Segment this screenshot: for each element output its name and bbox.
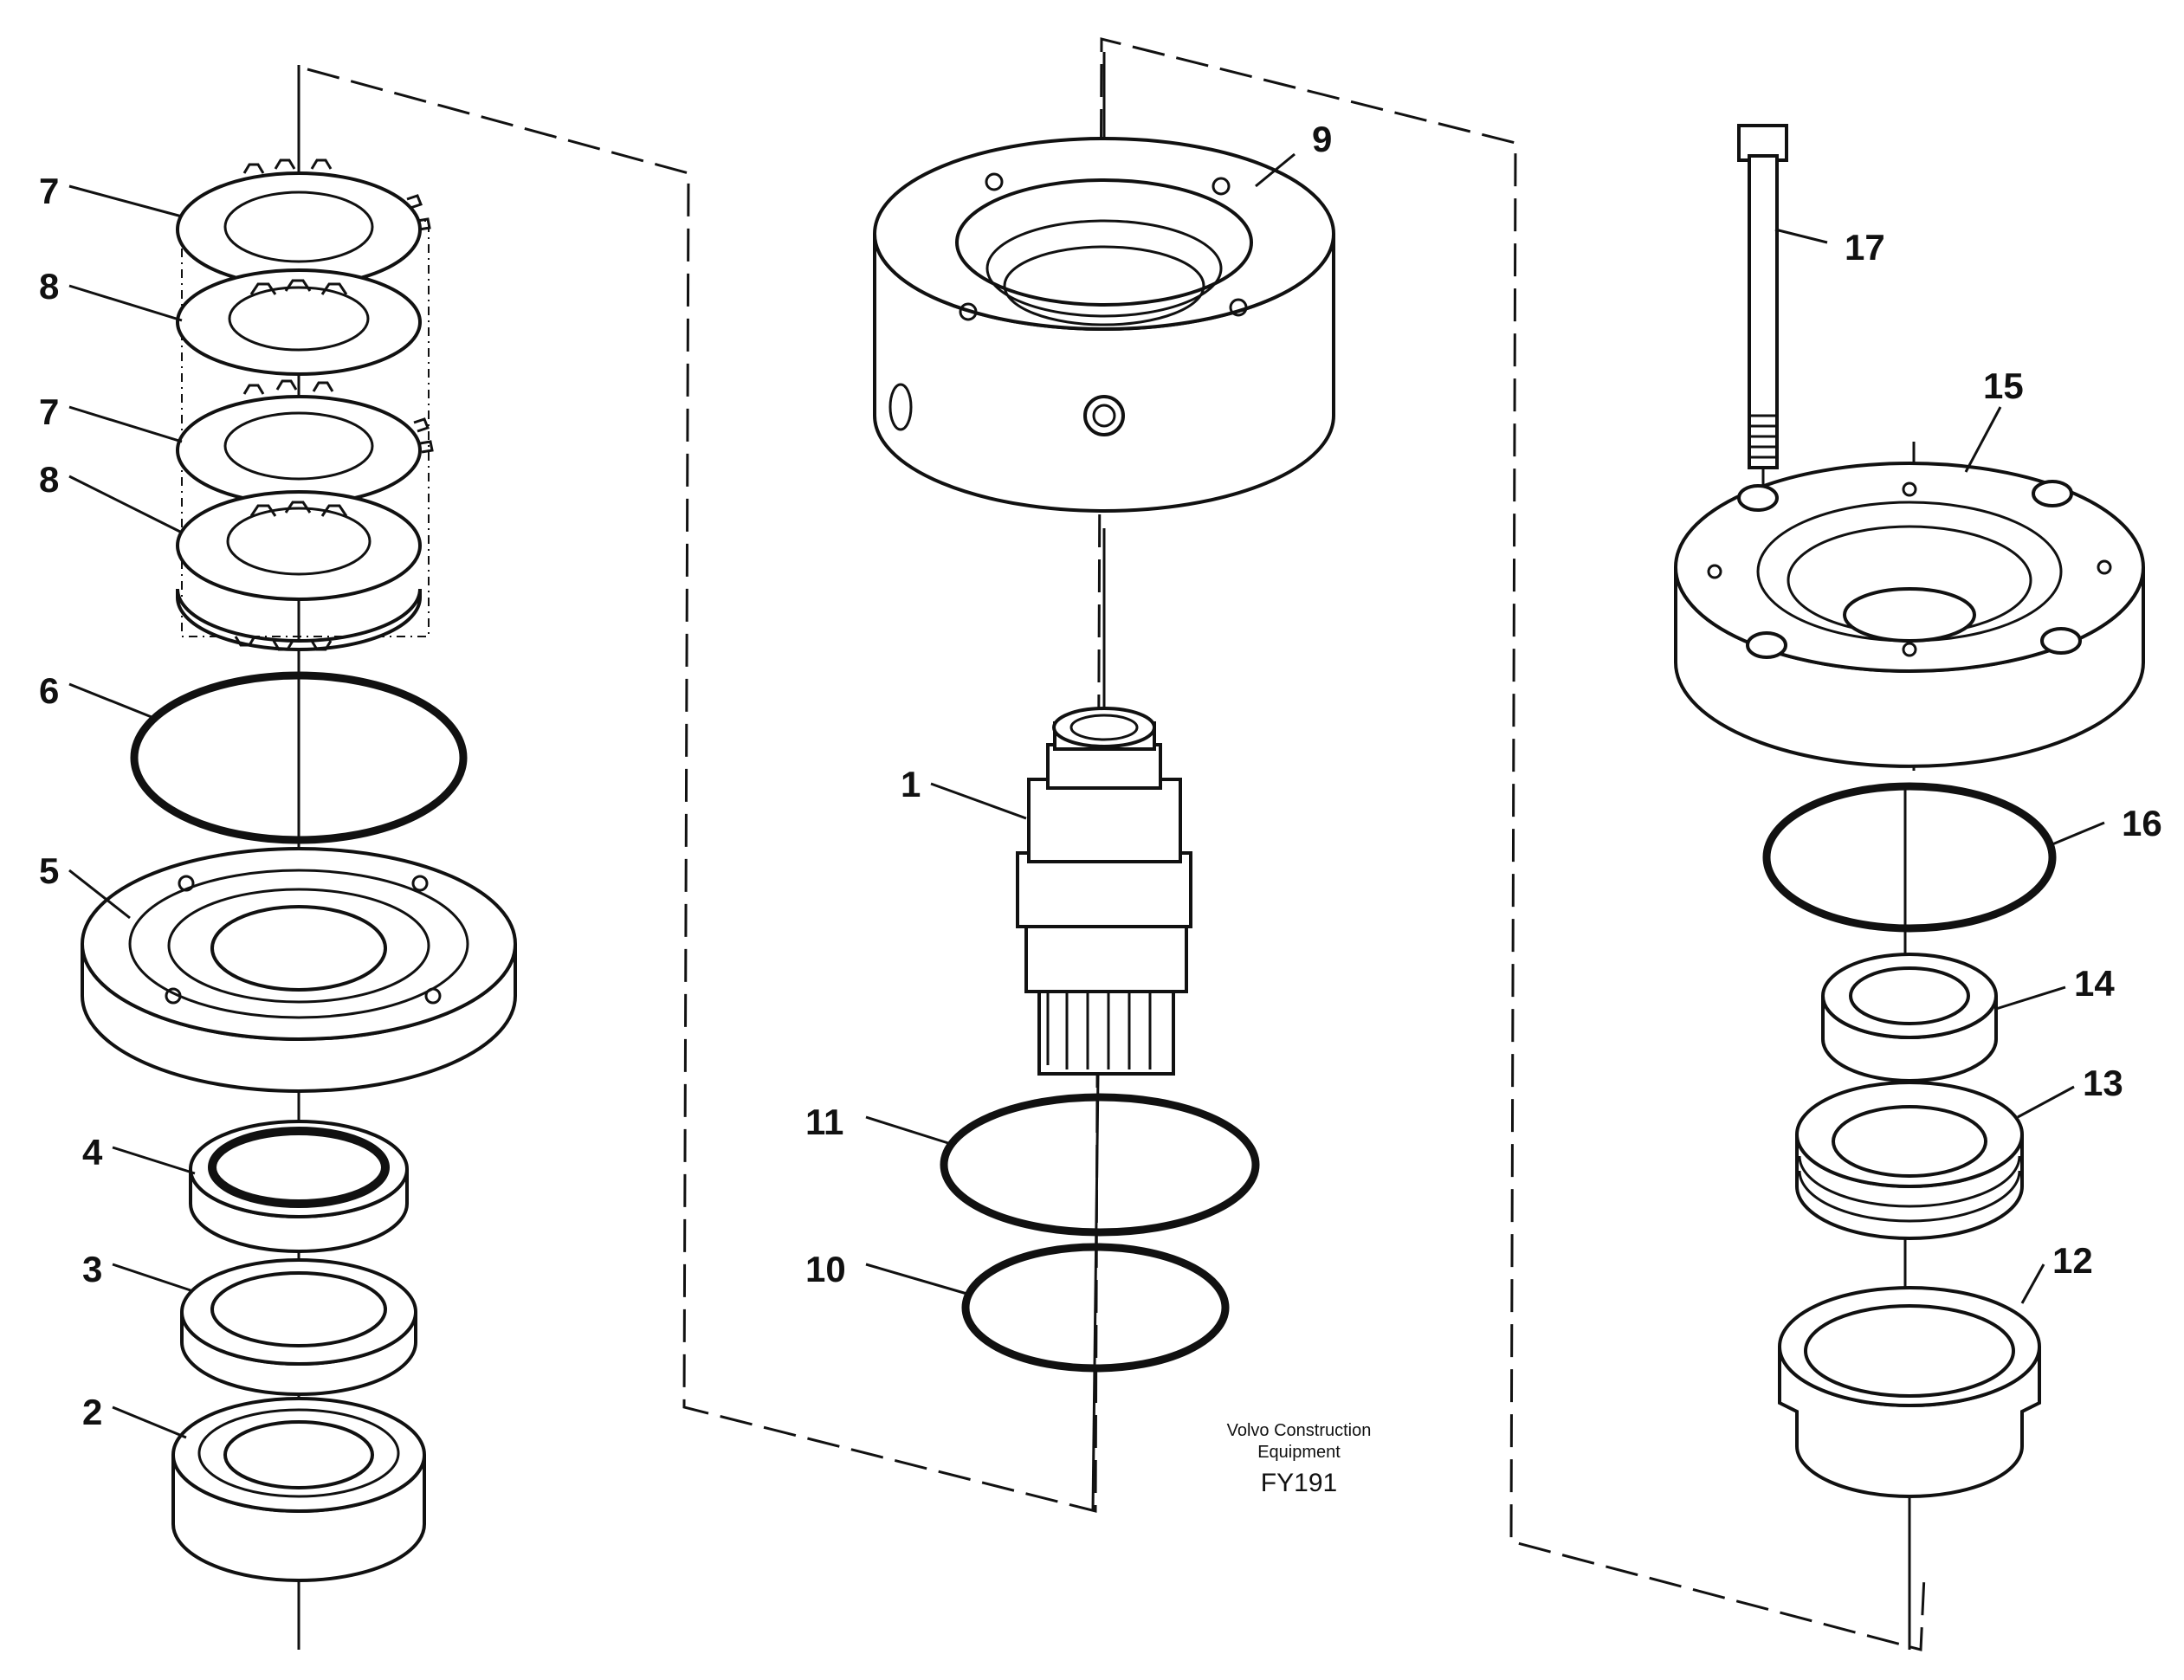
callout-11: 11 — [805, 1102, 843, 1142]
seal-4 — [189, 1120, 409, 1253]
bolt-17 — [1737, 124, 1788, 502]
callout-3: 3 — [82, 1249, 102, 1289]
o-ring-11 — [940, 1093, 1260, 1237]
caption-line-1: Volvo Construction — [1227, 1421, 1372, 1440]
callout-5: 5 — [39, 850, 59, 891]
leader-lines — [68, 152, 2105, 1439]
callout-4: 4 — [82, 1132, 103, 1173]
callout-9: 9 — [1312, 119, 1332, 159]
callout-13: 13 — [2083, 1063, 2123, 1103]
o-ring-16 — [1762, 782, 2057, 933]
dashed-assembly-outlines — [307, 37, 1926, 1651]
bearing-14 — [1821, 953, 1998, 1082]
caption: Volvo Construction Equipment FY191 — [1227, 1421, 1372, 1497]
figure-code: FY191 — [1261, 1469, 1337, 1497]
callout-8-second: 8 — [39, 459, 59, 500]
callout-2: 2 — [82, 1392, 102, 1432]
disc-7-top — [176, 158, 431, 288]
housing-9 — [873, 137, 1335, 513]
shaft-1 — [1016, 707, 1192, 1076]
callout-7-top: 7 — [39, 171, 59, 211]
callout-8-top: 8 — [39, 266, 59, 307]
callout-labels: 7 8 7 8 6 5 4 3 2 9 1 11 10 17 15 16 14 … — [39, 119, 2162, 1432]
callout-1: 1 — [901, 764, 921, 804]
center-stack — [873, 52, 1335, 1512]
callout-17: 17 — [1845, 227, 1885, 268]
sleeve-12 — [1778, 1286, 2041, 1498]
disc-8-top — [176, 268, 422, 376]
center-axis-bottom — [1091, 1073, 1100, 1512]
disc-pack-frame — [181, 220, 430, 637]
callout-14: 14 — [2074, 963, 2115, 1004]
left-stack — [81, 65, 517, 1650]
o-ring-6 — [130, 671, 468, 844]
ring-3 — [180, 1258, 417, 1396]
callout-16: 16 — [2122, 803, 2162, 843]
callout-6: 6 — [39, 670, 59, 711]
flange-15 — [1674, 462, 2145, 768]
o-ring-10 — [961, 1243, 1230, 1373]
callout-12: 12 — [2052, 1240, 2093, 1281]
callout-7-second: 7 — [39, 391, 59, 432]
callout-15: 15 — [1983, 365, 2024, 406]
bearing-2 — [171, 1397, 426, 1582]
right-stack — [1674, 124, 2145, 1650]
disc-7-second — [176, 379, 434, 506]
caption-line-2: Equipment — [1257, 1443, 1341, 1462]
disc-bottom — [176, 588, 422, 651]
seal-13 — [1795, 1081, 2024, 1240]
callout-10: 10 — [805, 1249, 846, 1289]
disc-8-second — [176, 490, 422, 601]
flange-5 — [81, 847, 517, 1093]
